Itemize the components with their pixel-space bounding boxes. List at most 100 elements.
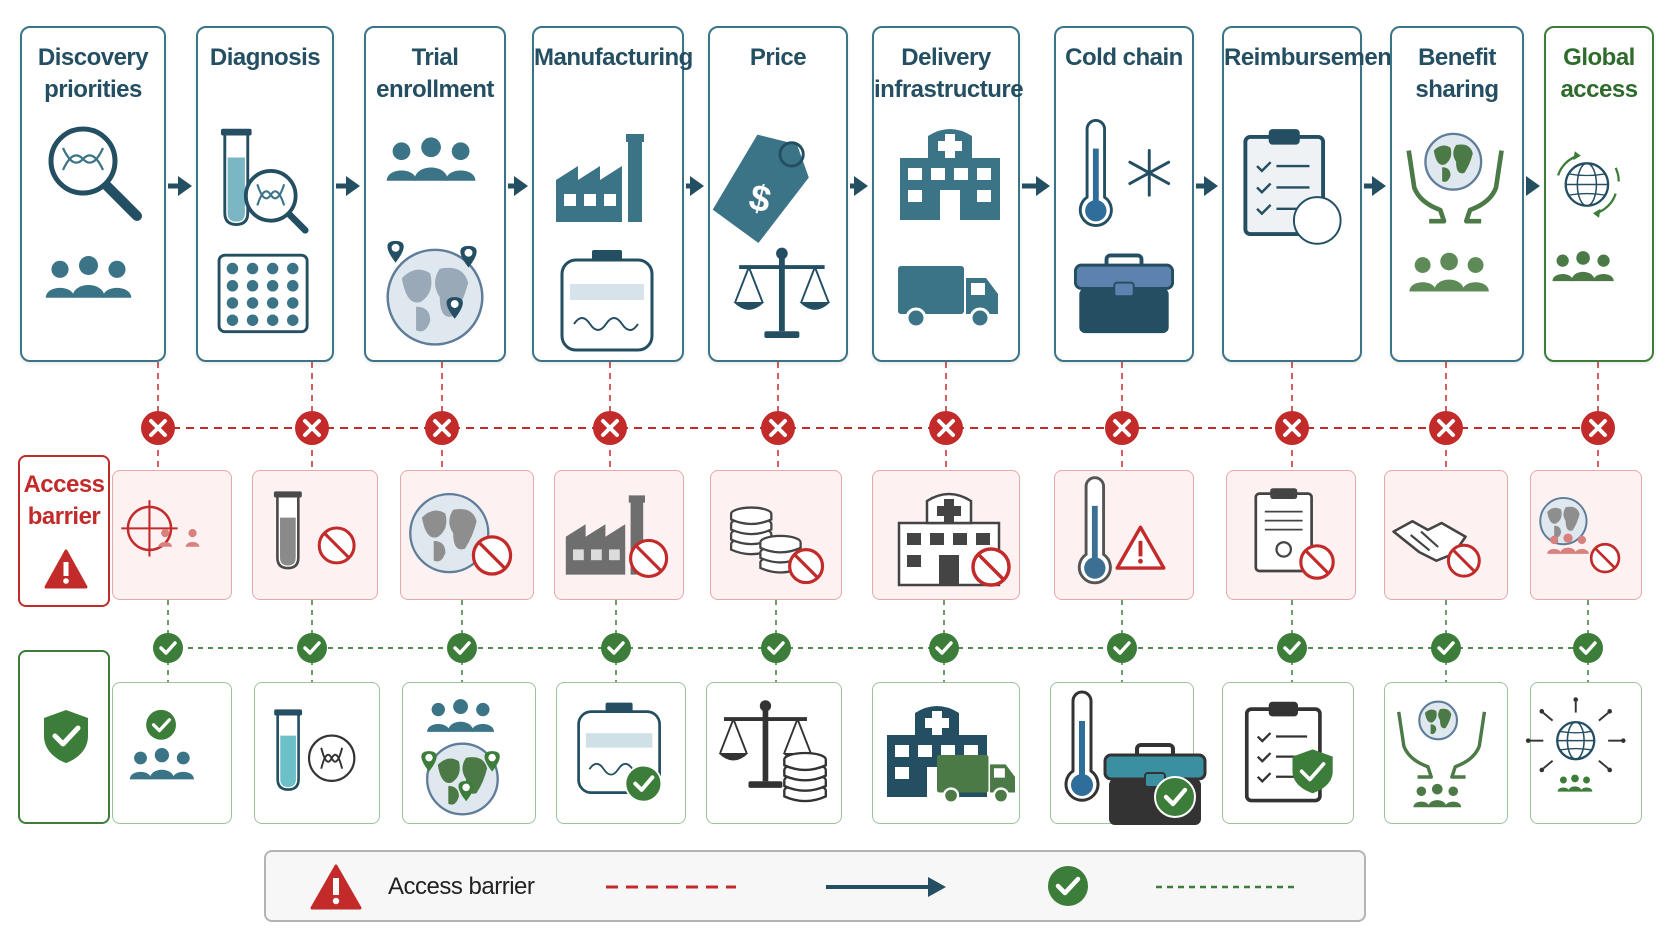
stage-title: Cold chain xyxy=(1065,44,1183,71)
stage-card-benefit-sharing: Benefit sharing xyxy=(1390,26,1524,362)
flow-arrow xyxy=(508,176,528,196)
legend-barrier-line xyxy=(606,885,736,889)
flow-arrow xyxy=(1364,176,1386,196)
solution-card-discovery-priorities xyxy=(112,682,232,824)
hands-globe-people-icon xyxy=(1397,700,1487,808)
solution-check-marker xyxy=(601,633,631,663)
stage-card-price: Price $ xyxy=(708,26,848,362)
flow-arrow xyxy=(1526,176,1540,196)
solution-check-marker xyxy=(1431,633,1461,663)
barrier-card-manufacturing xyxy=(554,470,684,600)
hands-globe-icon xyxy=(1406,132,1504,292)
barrier-card-delivery-infrastructure xyxy=(872,470,1020,600)
stage-title: Global access xyxy=(1560,44,1638,103)
flow-arrow xyxy=(336,176,360,196)
stage-title: Price xyxy=(749,44,807,71)
people-icon xyxy=(386,137,484,346)
legend-flow-arrow xyxy=(826,877,946,897)
hospital-truck-icon xyxy=(887,706,1015,804)
solution-card-reimbursement xyxy=(1222,682,1354,824)
warning-icon xyxy=(44,549,88,589)
access-barrier-row-label: Access barrier xyxy=(18,455,110,607)
shield-check-icon xyxy=(44,710,88,763)
stage-title: Manufacturing xyxy=(534,44,693,71)
legend-warning-icon xyxy=(310,864,362,910)
solution-card-price xyxy=(706,682,842,824)
solution-card-trial-enrollment xyxy=(402,682,536,824)
flow-arrow xyxy=(686,176,704,196)
hospital-blocked-icon xyxy=(897,492,1011,587)
clipboard-check-icon xyxy=(1243,129,1342,245)
stage-card-global-access: Global access xyxy=(1544,26,1654,362)
flow-arrow xyxy=(168,176,192,196)
certificate-blocked-icon xyxy=(1254,488,1335,580)
legend: Access barrier xyxy=(264,850,1366,922)
people-check-icon xyxy=(129,709,194,780)
stage-card-reimbursement: Reimbursement xyxy=(1222,26,1399,362)
barrier-x-marker xyxy=(929,411,963,445)
solution-card-cold-chain xyxy=(1050,682,1207,825)
solution-card-manufacturing xyxy=(556,682,686,824)
legend-barrier-label: Access barrier xyxy=(388,873,535,900)
stage-card-diagnosis: Diagnosis xyxy=(196,26,334,362)
barrier-x-marker xyxy=(1429,411,1463,445)
stage-title: Diagnosis xyxy=(209,44,321,71)
solution-card-benefit-sharing xyxy=(1384,682,1508,824)
globe-people-blocked-icon xyxy=(1539,497,1621,574)
flow-arrow xyxy=(1196,176,1218,196)
solution-row-label xyxy=(18,650,110,824)
barrier-card-reimbursement xyxy=(1226,470,1356,600)
solution-check-marker xyxy=(153,633,183,663)
barrier-x-marker xyxy=(425,411,459,445)
barrier-card-cold-chain xyxy=(1054,470,1194,600)
stage-title: Trial enrollment xyxy=(376,44,494,103)
price-tag-icon: $ xyxy=(712,134,831,338)
barrier-x-marker xyxy=(1581,411,1615,445)
thermometer-warning-icon xyxy=(1077,476,1166,585)
stage-title: Delivery infrastructure xyxy=(874,44,1024,103)
tube-dna-icon xyxy=(274,709,356,791)
barrier-card-benefit-sharing xyxy=(1384,470,1508,600)
clipboard-shield-icon xyxy=(1244,701,1333,803)
globe-cycle-icon xyxy=(1552,151,1620,282)
solution-check-marker xyxy=(447,633,477,663)
solution-card-global-access xyxy=(1525,682,1642,824)
globe-blocked-icon xyxy=(409,492,513,576)
bioreactor-check-icon xyxy=(577,702,663,803)
solution-card-diagnosis xyxy=(254,682,380,824)
barrier-x-marker xyxy=(141,411,175,445)
stage-card-discovery-priorities: Discovery priorities xyxy=(20,26,166,362)
coins-blocked-icon xyxy=(729,506,825,585)
barrier-x-marker xyxy=(761,411,795,445)
scales-coins-icon xyxy=(718,700,827,803)
solution-check-marker xyxy=(1573,633,1603,663)
tube-blocked-icon xyxy=(273,491,356,570)
solution-card-delivery-infrastructure xyxy=(872,682,1020,824)
handshake-blocked-icon xyxy=(1392,519,1481,578)
globe-arrows-people-icon xyxy=(1525,697,1626,792)
people-globe-icon xyxy=(421,699,500,816)
stage-title: Discovery priorities xyxy=(37,44,149,103)
stage-title: Reimbursement xyxy=(1224,44,1399,71)
barrier-card-global-access xyxy=(1530,470,1642,600)
flow-arrow xyxy=(1022,176,1050,196)
barrier-card-price xyxy=(710,470,842,600)
solution-check-marker xyxy=(761,633,791,663)
thermometer-snowflake-icon xyxy=(1073,118,1175,334)
barrier-card-trial-enrollment xyxy=(400,470,534,600)
access-barrier-label: Access barrier xyxy=(23,471,105,530)
hospital-icon xyxy=(898,129,1000,329)
barrier-x-marker xyxy=(1105,411,1139,445)
stage-title: Benefit sharing xyxy=(1415,44,1499,103)
thermometer-cooler-check-icon xyxy=(1064,690,1207,825)
flow-arrow xyxy=(850,176,868,196)
legend-solution-line xyxy=(1156,885,1294,889)
solution-check-marker xyxy=(1277,633,1307,663)
barrier-card-diagnosis xyxy=(252,470,378,600)
factory-icon xyxy=(556,134,654,352)
barrier-x-marker xyxy=(593,411,627,445)
stage-card-trial-enrollment: Trial enrollment xyxy=(364,26,506,362)
solution-check-marker xyxy=(297,633,327,663)
factory-blocked-icon xyxy=(565,495,669,578)
